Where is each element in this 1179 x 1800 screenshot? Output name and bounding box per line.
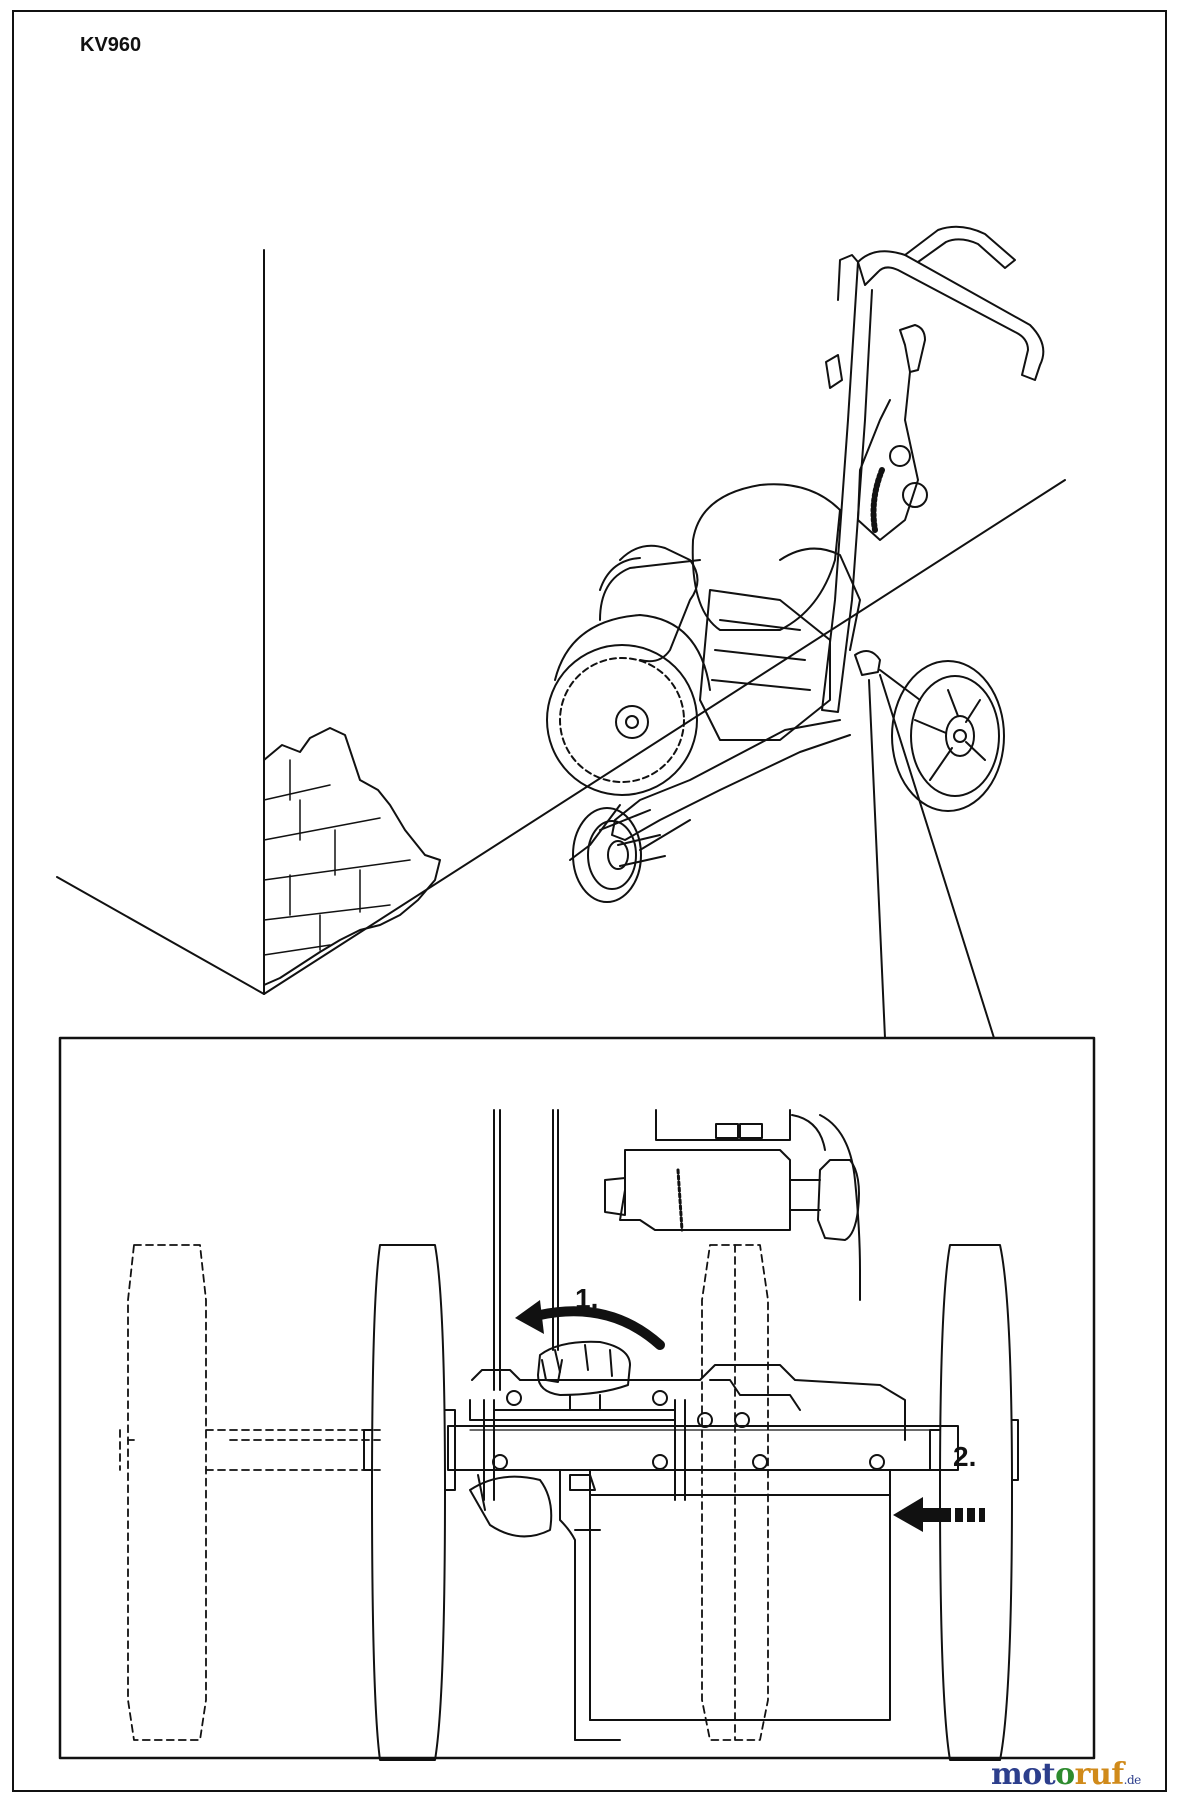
saw-cart <box>546 225 1045 1039</box>
step-2-label: 2. <box>953 1441 977 1472</box>
watermark-suffix: .de <box>1123 1773 1142 1787</box>
page-frame <box>12 10 1167 1792</box>
detail-view <box>119 1109 1019 1761</box>
step-1-label: 1. <box>575 1283 599 1314</box>
detail-box <box>58 1036 1096 1760</box>
watermark-part2: o <box>1055 1757 1075 1792</box>
model-label: KV960 <box>80 34 142 56</box>
watermark-part3: ruf <box>1074 1757 1125 1792</box>
watermark-part1: mot <box>991 1757 1056 1792</box>
watermark-logo: motoruf.de <box>991 1757 1141 1792</box>
arrow-2 <box>893 1497 985 1532</box>
wall-scene <box>56 249 1066 995</box>
